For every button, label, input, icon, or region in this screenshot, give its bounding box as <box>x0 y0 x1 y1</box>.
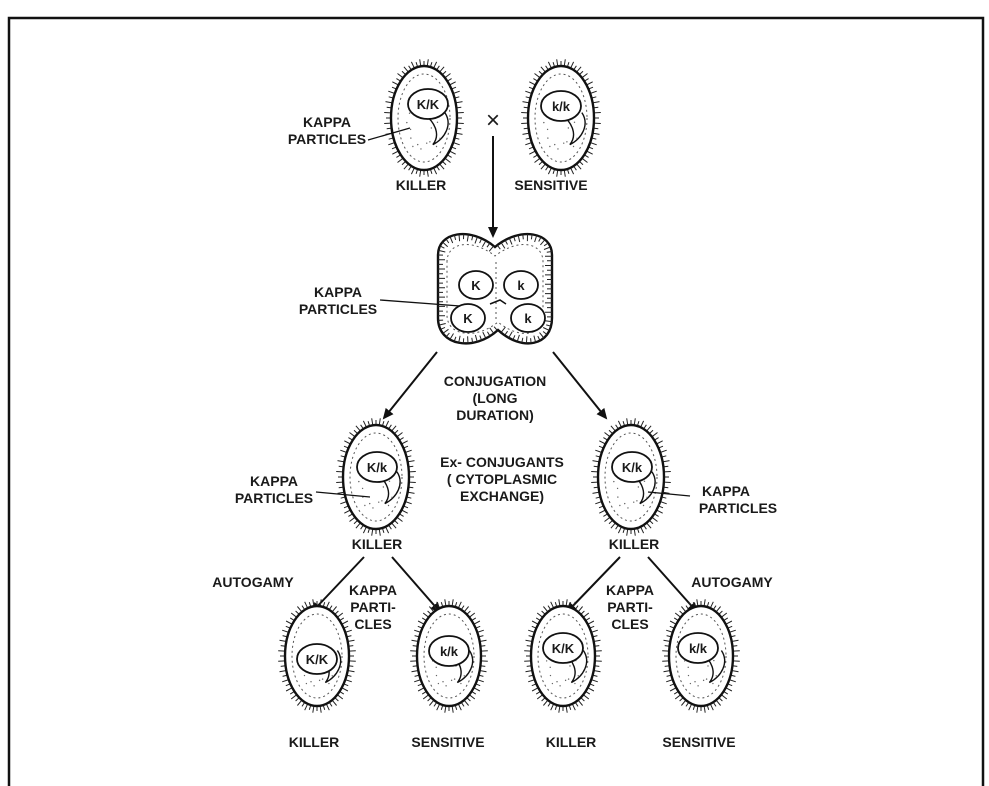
cell-bottom-2-sensitive <box>410 599 488 713</box>
right-kappa-label-line2: PARTI- <box>607 599 653 615</box>
cell-top-killer <box>384 59 464 177</box>
conjugation-caption-line3: DURATION) <box>456 407 534 423</box>
top-killer-label: KILLER <box>396 177 447 193</box>
pair-kappa-pointer <box>379 299 461 307</box>
top-sensitive-label: SENSITIVE <box>514 177 587 193</box>
exconjugant-right-nucleus: K/k <box>622 460 643 475</box>
top-kappa-label-line1: KAPPA <box>303 114 351 130</box>
exconjugant-left-kappa-pointer <box>315 491 371 498</box>
pair-kappa-label-line1: KAPPA <box>314 284 362 300</box>
exconjugant-right-kappa-line1: KAPPA <box>702 483 750 499</box>
exconjugant-caption-line1: Ex- CONJUGANTS <box>440 454 564 470</box>
arrow-pair-to-left-exconjugant <box>382 351 438 420</box>
cell-exconjugant-right <box>591 418 671 536</box>
conjugation-caption-line1: CONJUGATION <box>444 373 546 389</box>
exconjugant-caption-line2: ( CYTOPLASMIC <box>447 471 557 487</box>
arrow-left-autogamy-b <box>391 556 442 614</box>
bottom-2-label: SENSITIVE <box>411 734 484 750</box>
cell-top-sensitive-nucleus: k/k <box>552 99 571 114</box>
exconjugant-right-kappa-line2: PARTICLES <box>699 500 777 516</box>
bottom-1-label: KILLER <box>289 734 340 750</box>
top-kappa-pointer <box>367 127 411 141</box>
bottom-3-label: KILLER <box>546 734 597 750</box>
arrow-pair-to-right-exconjugant <box>552 351 608 420</box>
pair-nucleus-1: K <box>471 278 481 293</box>
left-kappa-label-line3: CLES <box>354 616 391 632</box>
cell-top-killer-nucleus: K/K <box>417 97 440 112</box>
exconjugant-caption-line3: EXCHANGE) <box>460 488 544 504</box>
pair-nucleus-4: k <box>524 311 532 326</box>
exconjugant-left-nucleus: K/k <box>367 460 388 475</box>
right-kappa-label-line1: KAPPA <box>606 582 654 598</box>
pair-nucleus-3: K <box>463 311 473 326</box>
diagram-border <box>7 16 985 786</box>
cell-top-sensitive <box>521 59 601 177</box>
cell-bottom-1-killer <box>278 599 356 713</box>
right-autogamy-label: AUTOGAMY <box>691 574 773 590</box>
bottom-4-label: SENSITIVE <box>662 734 735 750</box>
bottom-1-nucleus: K/K <box>306 652 329 667</box>
cell-bottom-3-killer <box>524 599 602 713</box>
pair-kappa-label-line2: PARTICLES <box>299 301 377 317</box>
right-kappa-label-line3: CLES <box>611 616 648 632</box>
left-kappa-label-line1: KAPPA <box>349 582 397 598</box>
arrow-right-autogamy-a <box>565 556 621 614</box>
conjugation-caption-line2: (LONG <box>472 390 517 406</box>
cell-bottom-4-sensitive <box>662 599 740 713</box>
bottom-2-nucleus: k/k <box>440 644 459 659</box>
left-autogamy-label: AUTOGAMY <box>212 574 294 590</box>
bottom-3-nucleus: K/K <box>552 641 575 656</box>
bottom-4-nucleus: k/k <box>689 641 708 656</box>
exconjugant-right-label: KILLER <box>609 536 660 552</box>
conjugating-pair <box>436 232 554 345</box>
pair-nucleus-2: k <box>517 278 525 293</box>
top-kappa-label-line2: PARTICLES <box>288 131 366 147</box>
exconjugant-right-kappa-pointer <box>647 491 691 497</box>
cell-exconjugant-left <box>336 418 416 536</box>
exconjugant-left-label: KILLER <box>352 536 403 552</box>
exconjugant-left-kappa-line1: KAPPA <box>250 473 298 489</box>
left-kappa-label-line2: PARTI- <box>350 599 396 615</box>
cross-symbol: × <box>486 107 500 134</box>
exconjugant-left-kappa-line2: PARTICLES <box>235 490 313 506</box>
